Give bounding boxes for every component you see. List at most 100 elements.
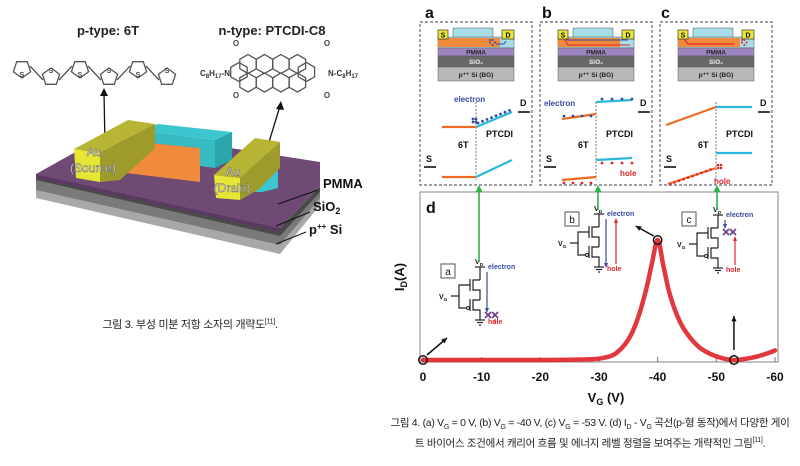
hole-dot xyxy=(745,41,748,44)
hole-dot xyxy=(704,169,708,173)
panel-label-b: b xyxy=(542,5,552,22)
drain-level-label: D xyxy=(520,98,527,108)
electron-dot xyxy=(491,39,494,41)
source-pad xyxy=(677,29,689,40)
aromatic-ring xyxy=(272,72,290,93)
electron-dot xyxy=(485,118,489,121)
p-type-label: p-type: 6T xyxy=(77,23,139,38)
thiophene-ring xyxy=(99,67,119,85)
source-pad-label: S xyxy=(441,33,446,40)
vg-label: VG xyxy=(677,242,686,251)
sio2-layer-label: SiO₂ xyxy=(709,59,723,66)
imide-ring xyxy=(297,61,316,83)
ptcdi-lumo-band xyxy=(475,110,513,129)
gate-wire xyxy=(570,231,589,256)
arrow-to-inset-b-head xyxy=(635,226,642,231)
oxygen-atom: O xyxy=(233,91,239,100)
6t-homo-band xyxy=(561,175,597,182)
electron-dot xyxy=(471,117,475,121)
source-label-au: Au xyxy=(87,145,102,159)
electron-dot xyxy=(630,97,634,101)
hole-dot xyxy=(719,166,723,170)
hole-dot xyxy=(743,44,746,46)
hole-dot xyxy=(691,174,694,178)
6t-lumo-band xyxy=(665,105,717,127)
electron-arrow-head xyxy=(604,263,608,268)
electron-dot xyxy=(494,41,496,44)
hole-dot xyxy=(620,161,624,165)
figure-3-caption-end: . xyxy=(274,319,278,331)
gate-wire xyxy=(689,232,708,257)
panel-label-c: c xyxy=(661,5,670,22)
si-layer xyxy=(557,66,635,82)
hole-dot xyxy=(719,163,723,167)
ptcdi-homo-band xyxy=(475,159,513,178)
marker-a xyxy=(418,355,428,365)
x-tick-label: -30 xyxy=(590,370,608,384)
figure-3-caption-ref: [11] xyxy=(264,318,275,326)
ring-bond xyxy=(116,65,131,81)
ring-bond xyxy=(87,65,102,81)
si-layer xyxy=(437,66,515,82)
si-arrow xyxy=(275,231,307,245)
transistor-upper xyxy=(591,226,600,247)
electron-dot xyxy=(571,114,575,118)
hole-dot xyxy=(630,161,634,165)
au-source-side xyxy=(100,124,155,182)
electron-dot xyxy=(562,114,566,118)
vg-label: VG xyxy=(558,241,567,250)
source-level-label: S xyxy=(666,154,672,164)
panel-dashed-frame xyxy=(419,21,533,186)
hole-dot xyxy=(677,179,681,183)
inset-box-label: c xyxy=(687,215,692,226)
inset-box-label: b xyxy=(569,215,575,226)
n-type-label: n-type: PTCDI-C8 xyxy=(219,23,326,38)
gate-wire xyxy=(451,284,470,309)
electron-label: electron xyxy=(544,99,575,108)
imide-ring xyxy=(230,61,248,83)
au-drain-side xyxy=(240,142,280,200)
figure-4-caption-line2: 트 바이어스 조건에서 캐리어 흐름 및 에너지 레벨 정렬을 보여주는 개략적… xyxy=(380,434,800,451)
panel-dashed-frame xyxy=(539,21,653,186)
electron-dot xyxy=(499,112,502,116)
ptcdi-homo-band xyxy=(595,156,633,162)
aromatic-ring xyxy=(288,72,307,93)
hole-dot xyxy=(686,176,690,179)
hole-label: hole xyxy=(714,177,731,186)
figure-4-caption-end: . xyxy=(762,437,766,450)
hole-dot xyxy=(668,182,672,186)
electron-arrow-head xyxy=(485,308,489,313)
ptcdi-label: PTCDI xyxy=(606,129,633,139)
hole-dot xyxy=(610,161,614,165)
drain-pad xyxy=(621,29,635,40)
x-tick-label: -60 xyxy=(766,370,784,384)
aromatic-ring xyxy=(272,53,290,75)
inset-box xyxy=(440,263,456,279)
au-drain-front xyxy=(214,175,240,200)
source-pad-label: S xyxy=(681,33,686,40)
electron-label: electron xyxy=(454,95,485,104)
inset-box xyxy=(681,211,697,227)
blocked-cross-icon xyxy=(729,228,737,236)
pmma-layer-label: PMMA xyxy=(706,50,726,57)
ptcdi-label: PTCDI xyxy=(726,129,753,139)
electron-dot xyxy=(491,44,494,46)
thiophene-ring xyxy=(12,61,32,79)
blocked-cross-icon xyxy=(491,311,499,319)
hole-arrow-head xyxy=(733,236,737,241)
x-axis-label: VG (V) xyxy=(588,390,625,407)
hole-dot xyxy=(673,181,676,184)
sulfur-atom: S xyxy=(20,72,25,79)
chart-d: d ID(A) VG (V) 0-10-20-30-40-50-60 aVDVG… xyxy=(392,191,784,407)
thiophene-ring xyxy=(157,67,177,85)
vd-label: VD xyxy=(475,259,484,268)
ring-bond xyxy=(145,65,160,81)
si-layer xyxy=(677,66,755,82)
hole-dot xyxy=(571,181,575,185)
id-vg-curve xyxy=(420,237,778,363)
